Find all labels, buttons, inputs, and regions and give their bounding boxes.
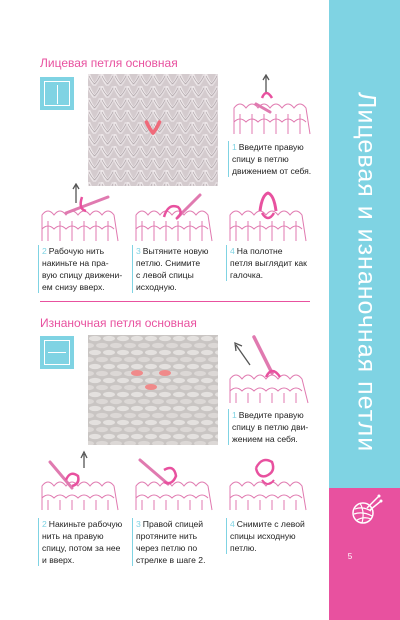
knit-step-2-diagram [40, 182, 120, 243]
caption-line: спицу, потом за нее [42, 543, 121, 553]
knit-step-4-diagram [228, 183, 308, 243]
purl-symbol-marker [40, 336, 74, 369]
caption-line: накиньте на пра- [42, 258, 109, 268]
caption-line: ем снизу вверх. [42, 282, 105, 292]
caption-line: На полотне [236, 246, 283, 256]
purl-step-2-diagram [40, 450, 122, 512]
side-band-top [329, 0, 400, 488]
caption-line: протяните нить [136, 531, 198, 541]
caption-line: с левой спицы [136, 270, 194, 280]
step-number: 4 [230, 246, 235, 256]
caption-line: Введите правую [238, 410, 304, 420]
caption-line: петля выглядит как [230, 258, 307, 268]
side-band-title: Лицевая и изнаночная петли [352, 92, 381, 453]
purl-fabric-photo [88, 335, 218, 445]
side-band-bottom [329, 488, 400, 620]
step-number: 2 [42, 246, 47, 256]
caption-line: петлю. Снимите [136, 258, 201, 268]
knit-section-title: Лицевая петля основная [40, 56, 178, 70]
caption-line: спицу в петлю дви- [232, 422, 309, 432]
caption-line: движением от себя. [232, 166, 312, 176]
caption-line: Введите правую [238, 142, 304, 152]
caption-line: петлю. [230, 543, 257, 553]
purl-step-1-diagram [228, 335, 313, 405]
step-number: 3 [136, 519, 141, 529]
caption-line: через петлю по [136, 543, 198, 553]
caption-line: Накиньте рабочую [48, 519, 123, 529]
purl-section-title: Изнаночная петля основная [40, 316, 197, 330]
caption-line: Правой спицей [142, 519, 204, 529]
knit-symbol-marker [40, 77, 74, 110]
step-number: 1 [232, 410, 237, 420]
step-number: 3 [136, 246, 141, 256]
purl-step-3-diagram [134, 450, 216, 512]
step-number: 4 [230, 519, 235, 529]
caption-line: спицу в петлю [232, 154, 289, 164]
caption-line: стрелке в шаге 2. [136, 555, 206, 565]
caption-line: Рабочую нить [48, 246, 105, 256]
caption-line: галочка. [230, 270, 264, 280]
knit-step-1-diagram [232, 73, 312, 136]
knit-step-3-diagram [134, 183, 214, 243]
knit-fabric-photo [88, 74, 218, 186]
caption-line: жением на себя. [232, 434, 298, 444]
page-number: 5 [347, 552, 353, 561]
caption-line: нить на правую [42, 531, 104, 541]
section-divider [40, 301, 310, 302]
step-number: 1 [232, 142, 237, 152]
purl-step-4-diagram [228, 450, 310, 512]
yarn-ball-icon [347, 492, 383, 528]
caption-line: Снимите с левой [236, 519, 305, 529]
step-number: 2 [42, 519, 47, 529]
caption-line: Вытяните новую [142, 246, 209, 256]
caption-line: и вверх. [42, 555, 75, 565]
caption-line: исходную. [136, 282, 177, 292]
caption-line: вую спицу движени- [42, 270, 123, 280]
caption-line: спицы исходную [230, 531, 296, 541]
